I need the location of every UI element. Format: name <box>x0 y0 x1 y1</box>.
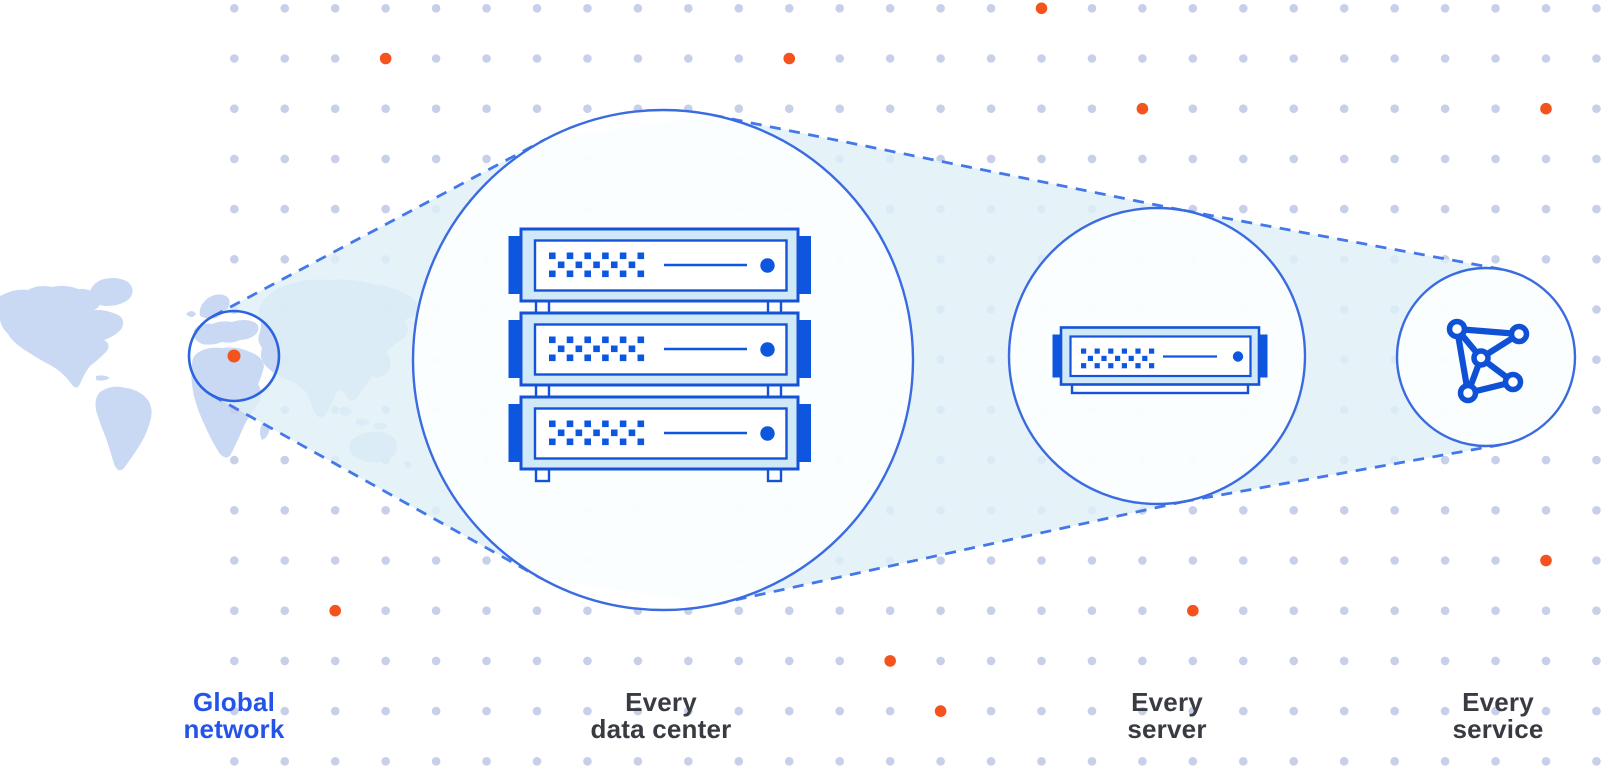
label-line: data center <box>590 714 732 744</box>
label-global-network: Global network <box>183 689 284 743</box>
label-line: network <box>183 714 285 744</box>
map-highlight-circle <box>187 309 281 403</box>
location-dot-icon <box>227 349 241 363</box>
label-line: server <box>1127 714 1207 744</box>
server-unit-icon <box>1052 326 1268 395</box>
label-line: Every <box>1131 687 1203 717</box>
label-line: Every <box>1462 687 1534 717</box>
label-line: service <box>1452 714 1544 744</box>
label-every-data-center: Every data center <box>591 689 732 743</box>
label-line: Global <box>192 687 276 717</box>
server-rack-icon <box>508 227 811 483</box>
network-mesh-icon <box>1446 318 1530 404</box>
zoom-dashed-lines <box>211 113 1503 606</box>
label-every-server: Every server <box>1127 689 1206 743</box>
label-every-service: Every service <box>1452 689 1543 743</box>
label-line: Every <box>625 687 697 717</box>
